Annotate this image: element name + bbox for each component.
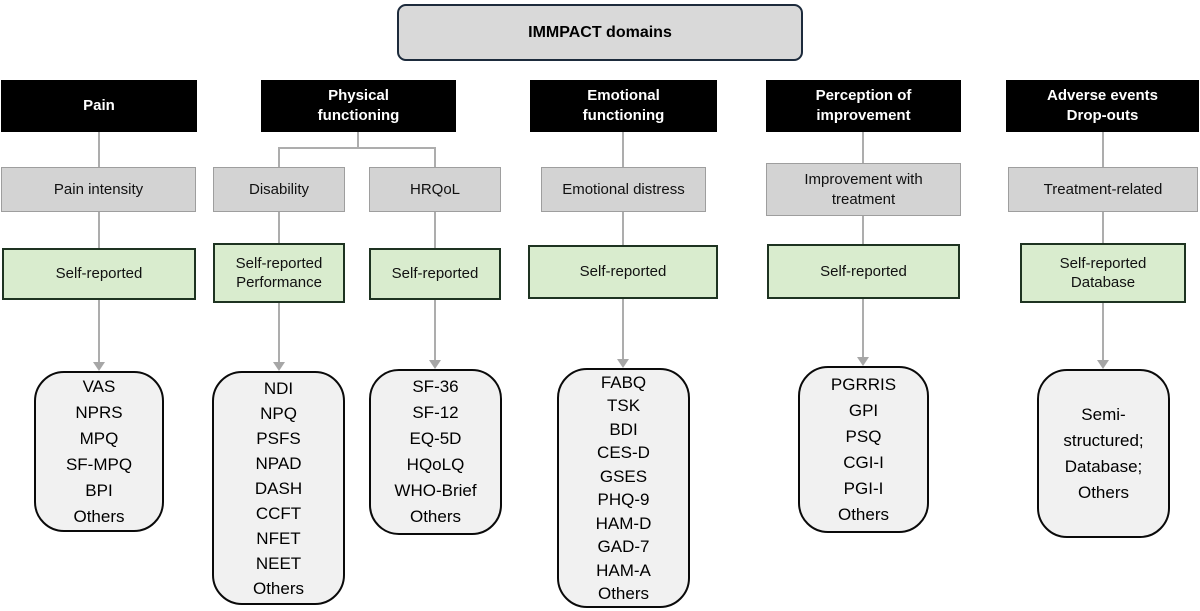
title-box: IMMPACT domains xyxy=(397,4,803,61)
method-perception: Self-reported xyxy=(767,244,960,299)
method-pain: Self-reported xyxy=(2,248,196,300)
connector-line xyxy=(622,212,624,245)
connector-line xyxy=(1102,303,1104,360)
connector-line xyxy=(278,147,280,167)
tools-perception: PGRRIS GPI PSQ CGI-I PGI-I Others xyxy=(798,366,929,533)
connector-line xyxy=(622,299,624,359)
subdomain-pain-intensity: Pain intensity xyxy=(1,167,196,212)
connector-line xyxy=(1102,212,1104,243)
arrow-down-icon xyxy=(857,357,869,366)
subdomain-treatment-related: Treatment-related xyxy=(1008,167,1198,212)
connector-line xyxy=(862,216,864,244)
header-adverse-events: Adverse events Drop-outs xyxy=(1006,80,1199,132)
connector-line xyxy=(98,132,100,167)
tools-disability: NDI NPQ PSFS NPAD DASH CCFT NFET NEET Ot… xyxy=(212,371,345,605)
header-emotional-functioning: Emotional functioning xyxy=(530,80,717,132)
arrow-down-icon xyxy=(1097,360,1109,369)
connector-line xyxy=(1102,132,1104,167)
subdomain-disability: Disability xyxy=(213,167,345,212)
connector-line xyxy=(862,299,864,357)
method-adverse: Self-reported Database xyxy=(1020,243,1186,303)
method-hrqol: Self-reported xyxy=(369,248,501,300)
connector-line xyxy=(434,212,436,248)
connector-line xyxy=(278,303,280,362)
arrow-down-icon xyxy=(429,360,441,369)
connector-line xyxy=(862,132,864,163)
tools-pain: VAS NPRS MPQ SF-MPQ BPI Others xyxy=(34,371,164,532)
header-pain: Pain xyxy=(1,80,197,132)
connector-line xyxy=(278,147,436,149)
connector-line xyxy=(434,300,436,360)
method-emotional: Self-reported xyxy=(528,245,718,299)
tools-hrqol: SF-36 SF-12 EQ-5D HQoLQ WHO-Brief Others xyxy=(369,369,502,535)
arrow-down-icon xyxy=(93,362,105,371)
connector-line xyxy=(98,300,100,362)
connector-line xyxy=(622,132,624,167)
arrow-down-icon xyxy=(617,359,629,368)
connector-line xyxy=(434,147,436,167)
connector-line xyxy=(357,132,359,148)
connector-line xyxy=(278,212,280,243)
method-disability: Self-reported Performance xyxy=(213,243,345,303)
tools-emotional: FABQ TSK BDI CES-D GSES PHQ-9 HAM-D GAD-… xyxy=(557,368,690,608)
subdomain-emotional-distress: Emotional distress xyxy=(541,167,706,212)
subdomain-improvement-with-treatment: Improvement with treatment xyxy=(766,163,961,216)
subdomain-hrqol: HRQoL xyxy=(369,167,501,212)
header-physical-functioning: Physical functioning xyxy=(261,80,456,132)
tools-adverse: Semi- structured; Database; Others xyxy=(1037,369,1170,538)
arrow-down-icon xyxy=(273,362,285,371)
connector-line xyxy=(98,212,100,248)
header-perception-of-improvement: Perception of improvement xyxy=(766,80,961,132)
